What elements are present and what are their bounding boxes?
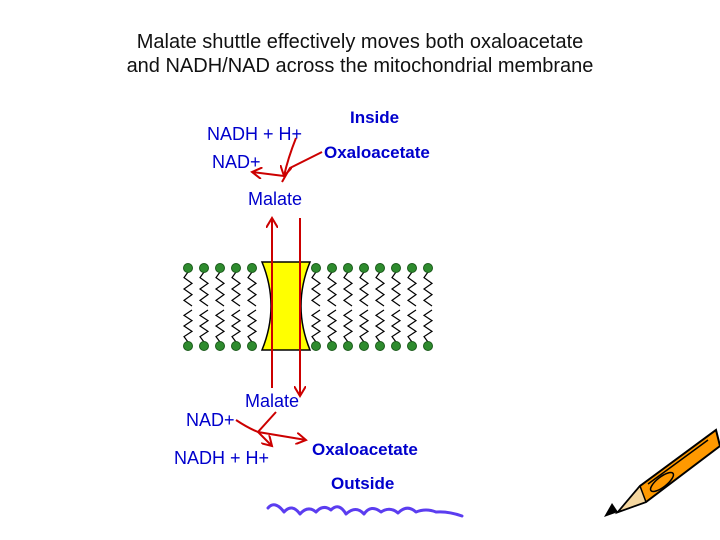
lipid-head: [375, 341, 385, 351]
lipid-tail: [358, 309, 370, 343]
lipid-head: [327, 341, 337, 351]
outside-to-oxaloacetate-arrow: [257, 431, 306, 440]
inside-malate-label: Malate: [248, 189, 303, 209]
inside-nadh-arrow: [284, 137, 297, 176]
outside-malate-arrow: [256, 411, 277, 446]
lipid-tail: [246, 271, 258, 307]
lipid-head: [359, 263, 369, 273]
title-line-2: and NADH/NAD across the mitochondrial me…: [126, 55, 594, 77]
outside-nadh-label: NADH + H+: [174, 448, 270, 468]
lipid-tail: [326, 271, 338, 307]
lipid-head: [247, 263, 257, 273]
lipid-head: [183, 263, 193, 273]
lipid-tail: [214, 271, 226, 307]
inside-oxaloacetate-arrow: [281, 151, 323, 183]
inside-nad-label: NAD+: [212, 152, 261, 172]
lipid-head: [199, 263, 209, 273]
lipid-head: [423, 341, 433, 351]
lipid-head: [343, 263, 353, 273]
lipid-tail: [422, 271, 434, 307]
inside-nadh-label: NADH + H+: [207, 124, 303, 144]
lipid-tail: [198, 309, 210, 343]
lipid-tail: [342, 271, 354, 307]
lipid-head: [215, 263, 225, 273]
lipid-head: [311, 263, 321, 273]
lipid-tail: [358, 271, 370, 307]
lipid-head: [215, 341, 225, 351]
lipid-head: [375, 263, 385, 273]
lipid-bilayer: [182, 263, 434, 351]
lipid-tail: [374, 271, 386, 307]
lipid-head: [231, 341, 241, 351]
outside-malate-label: Malate: [245, 391, 300, 411]
lipid-head: [407, 263, 417, 273]
lipid-tail: [422, 309, 434, 343]
lipid-tail: [326, 309, 338, 343]
lipid-tail: [342, 309, 354, 343]
lipid-head: [423, 263, 433, 273]
lipid-head: [231, 263, 241, 273]
lipid-tail: [374, 309, 386, 343]
lipid-head: [359, 341, 369, 351]
lipid-head: [247, 341, 257, 351]
transporter-protein: [260, 261, 312, 351]
lipid-tail: [390, 309, 402, 343]
lipid-tail: [310, 309, 322, 343]
lipid-tail: [230, 309, 242, 343]
lipid-tail: [230, 271, 242, 307]
scribble-decoration: [266, 503, 464, 518]
lipid-tail: [310, 271, 322, 307]
lipid-tail: [198, 271, 210, 307]
lipid-head: [199, 341, 209, 351]
outside-label: Outside: [331, 474, 395, 493]
lipid-tail: [406, 309, 418, 343]
lipid-tail: [214, 309, 226, 343]
lipid-tail: [246, 309, 258, 343]
title-line-1: Malate shuttle effectively moves both ox…: [136, 31, 584, 53]
lipid-head: [391, 263, 401, 273]
inside-label: Inside: [350, 108, 400, 127]
lipid-head: [391, 341, 401, 351]
lipid-head: [311, 341, 321, 351]
lipid-head: [343, 341, 353, 351]
lipid-tail: [182, 271, 194, 307]
lipid-tail: [390, 271, 402, 307]
lipid-tail: [182, 309, 194, 343]
lipid-tail: [406, 271, 418, 307]
outside-oxaloacetate-label: Oxaloacetate: [312, 440, 418, 459]
inside-to-nad-arrow: [252, 172, 285, 176]
outside-nad-arrow: [235, 419, 259, 433]
lipid-head: [327, 263, 337, 273]
outside-nad-label: NAD+: [186, 410, 235, 430]
pencil-icon: [604, 428, 720, 517]
inside-oxaloacetate-label: Oxaloacetate: [324, 143, 430, 162]
lipid-head: [183, 341, 193, 351]
lipid-head: [407, 341, 417, 351]
